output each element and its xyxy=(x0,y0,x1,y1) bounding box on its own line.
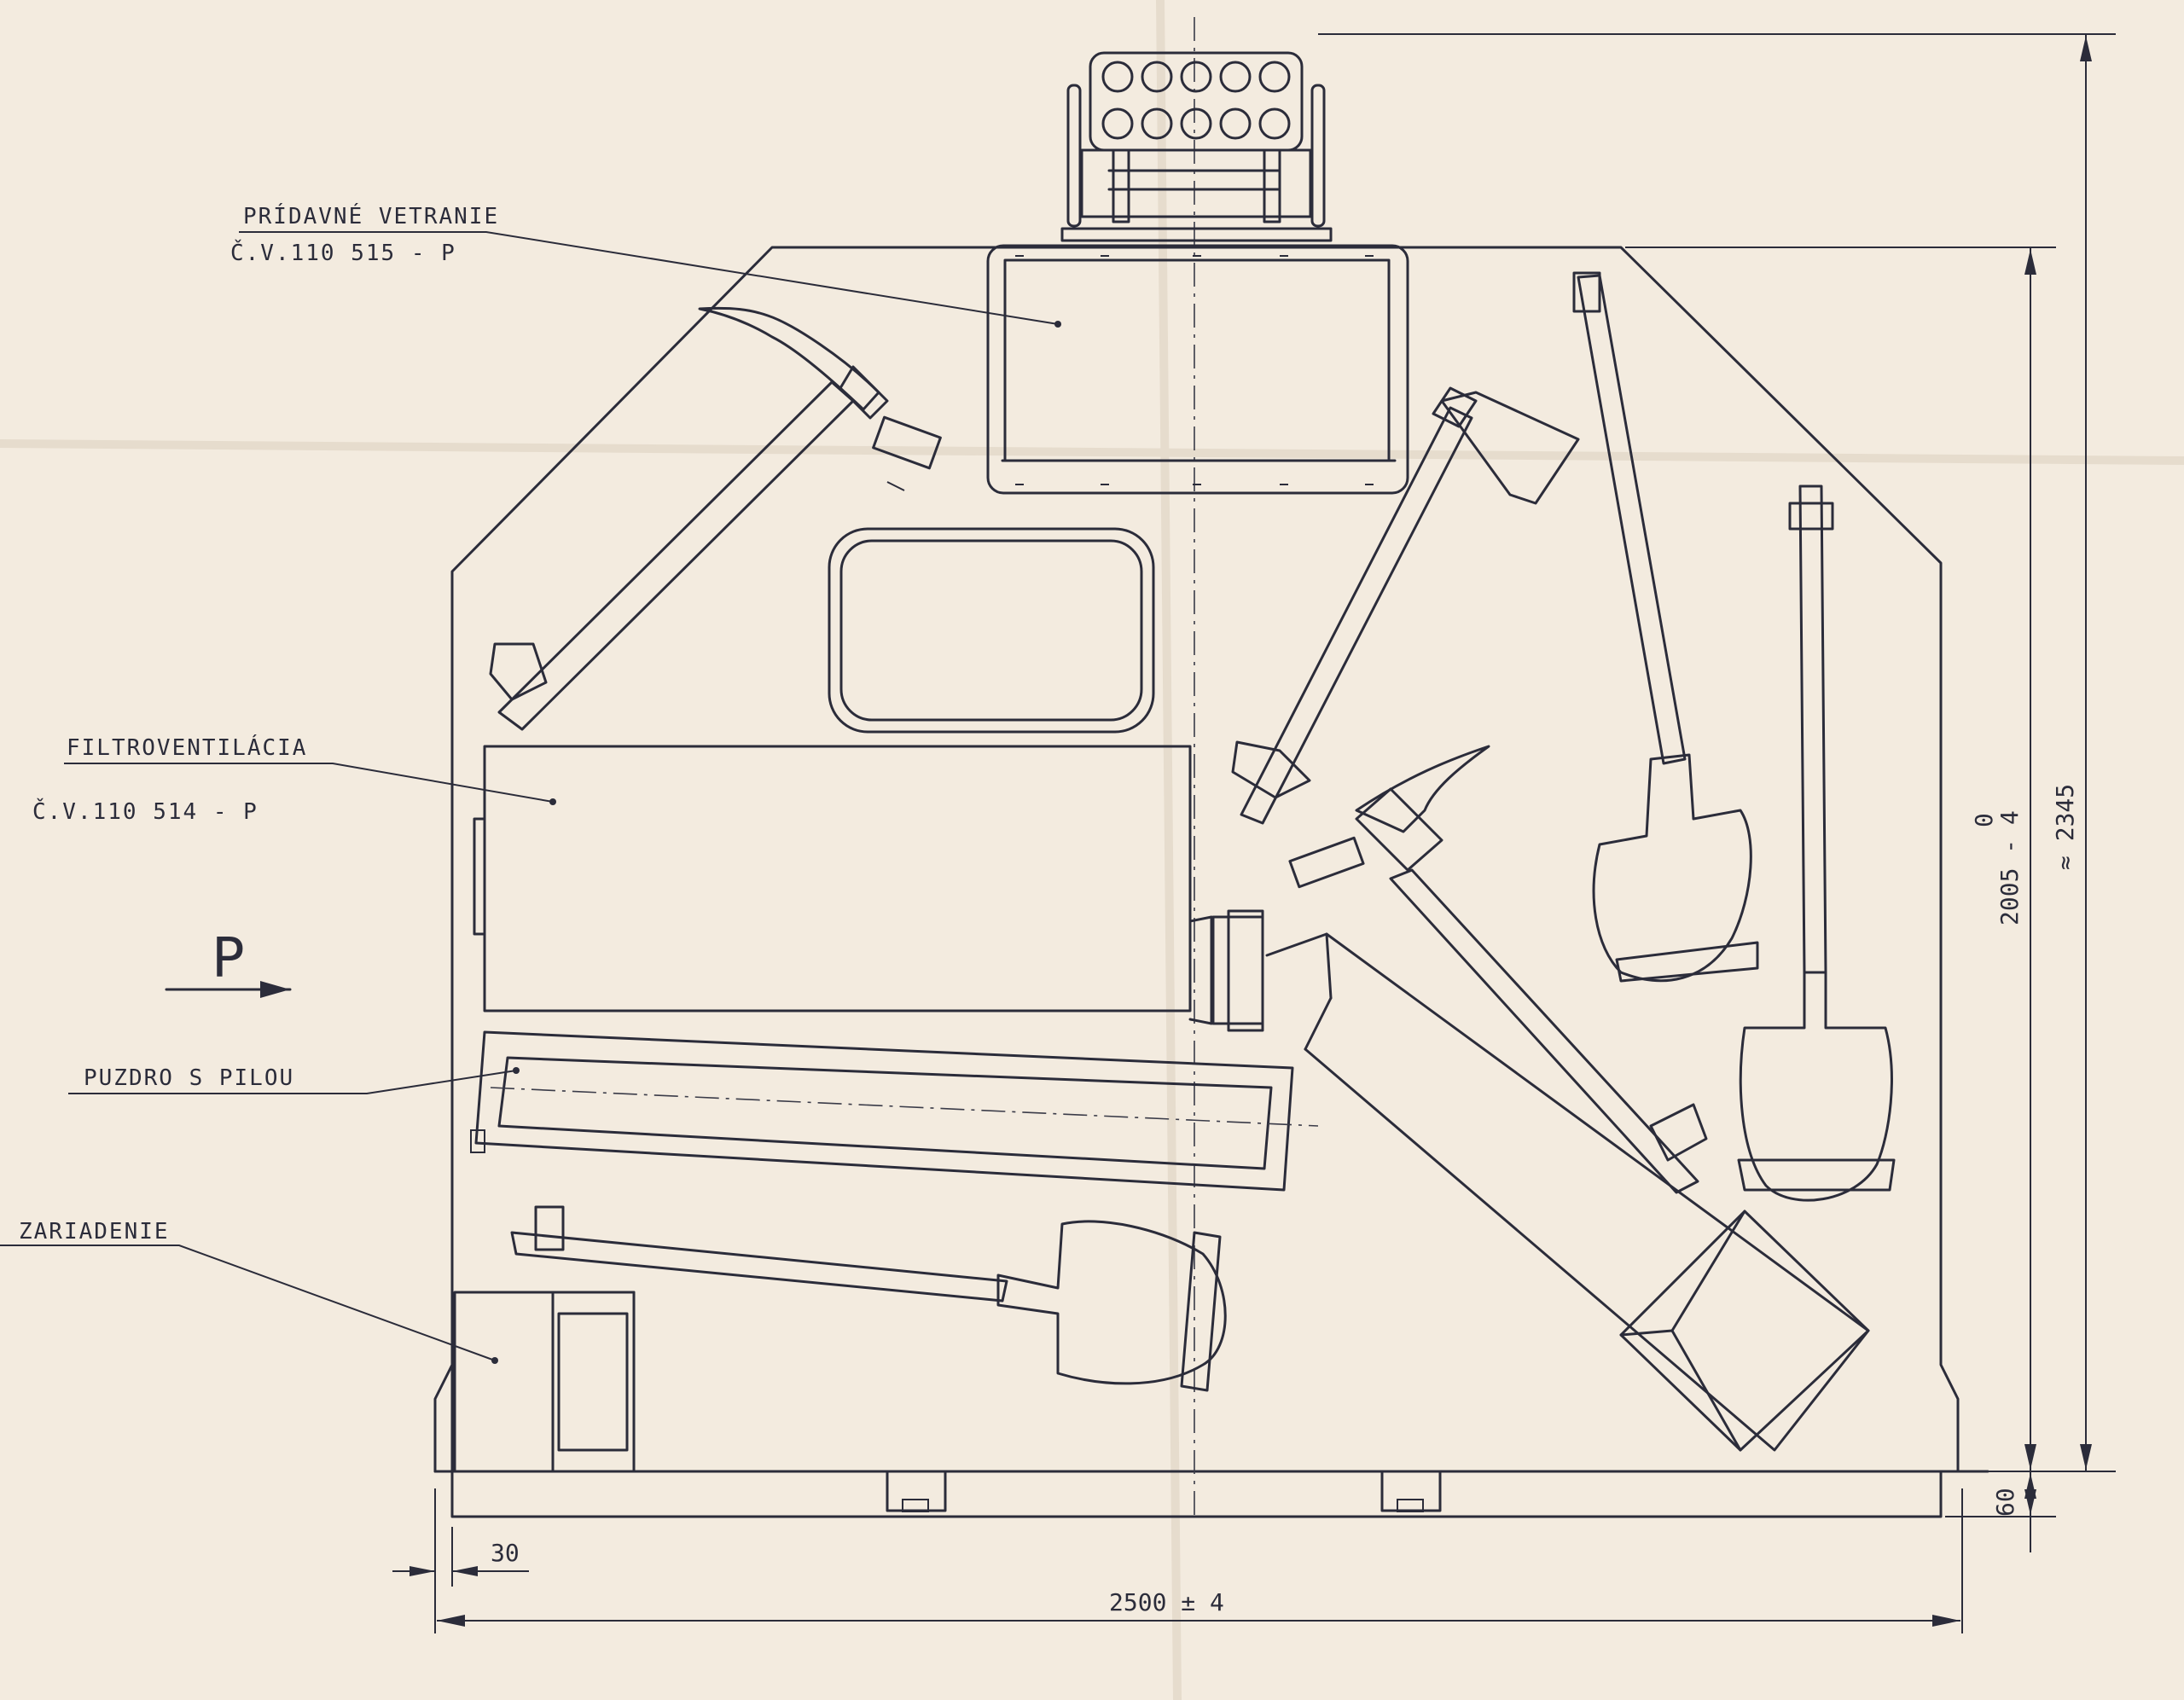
view-direction-arrow: P xyxy=(165,927,292,998)
ventilation-outlet-hood xyxy=(1619,1210,1870,1452)
dim-offset: 30 xyxy=(491,1539,520,1567)
additional-ventilation-unit xyxy=(986,51,1409,495)
paper-fold-line xyxy=(1156,0,1182,1700)
leader-lines xyxy=(0,231,1061,1364)
pickaxe-middle xyxy=(1288,745,1708,1194)
shovel-right-vertical xyxy=(1737,484,1896,1202)
vehicle-body-outline xyxy=(433,246,1989,1518)
dim-base-height: 60 xyxy=(1991,1488,2019,1517)
filter-ventilation-unit xyxy=(473,745,1870,1452)
hatch-window xyxy=(828,527,1155,734)
dimension-lines xyxy=(392,33,2116,1633)
label-zariadenie: ZARIADENIE xyxy=(19,1219,170,1245)
dim-width: 2500 ± 4 xyxy=(1109,1588,1224,1616)
label-filtroventilacia-code: Č.V.110 514 - P xyxy=(32,798,258,825)
paper-fold-line xyxy=(0,439,2184,465)
dim-height-total: ≈ 2345 xyxy=(2051,784,2079,870)
view-letter: P xyxy=(212,927,245,990)
device-unit xyxy=(453,1291,636,1473)
dim-height-tolerance: 0 xyxy=(1970,813,1998,827)
saw-case xyxy=(470,1030,1319,1192)
label-puzdro-s-pilou: PUZDRO S PILOU xyxy=(84,1065,294,1091)
dim-height-main: 2005 - 4 xyxy=(1995,810,2024,925)
axe xyxy=(1231,386,1580,825)
label-pridavne-code: Č.V.110 515 - P xyxy=(230,239,456,266)
pickaxe-upper-left xyxy=(489,306,942,731)
shovel-right-tall xyxy=(1572,271,1759,983)
label-pridavne-vetranie: PRÍDAVNÉ VETRANIE xyxy=(243,202,499,229)
label-filtroventilacia: FILTROVENTILÁCIA xyxy=(67,734,307,761)
shovel-bottom-horizontal xyxy=(510,1205,1227,1392)
